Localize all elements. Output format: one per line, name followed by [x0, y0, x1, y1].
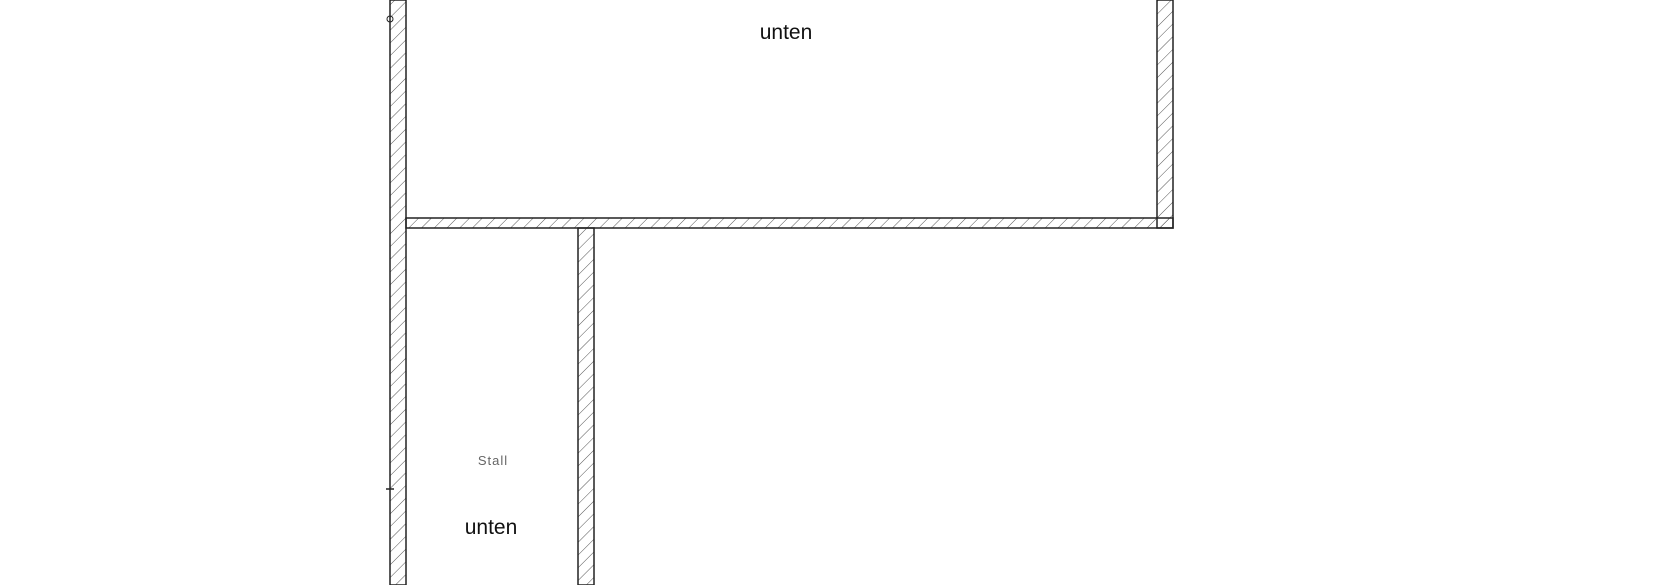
stall-room-label: unten: [464, 516, 518, 539]
wall-left: [389, 0, 407, 585]
stall-room-name: Stall: [477, 453, 509, 468]
wall-right: [1156, 0, 1174, 229]
wall-marker-top: [386, 15, 394, 23]
wall-stall-partition: [577, 227, 595, 585]
wall-horizontal: [405, 217, 1174, 229]
upper-room-label: unten: [759, 21, 813, 44]
